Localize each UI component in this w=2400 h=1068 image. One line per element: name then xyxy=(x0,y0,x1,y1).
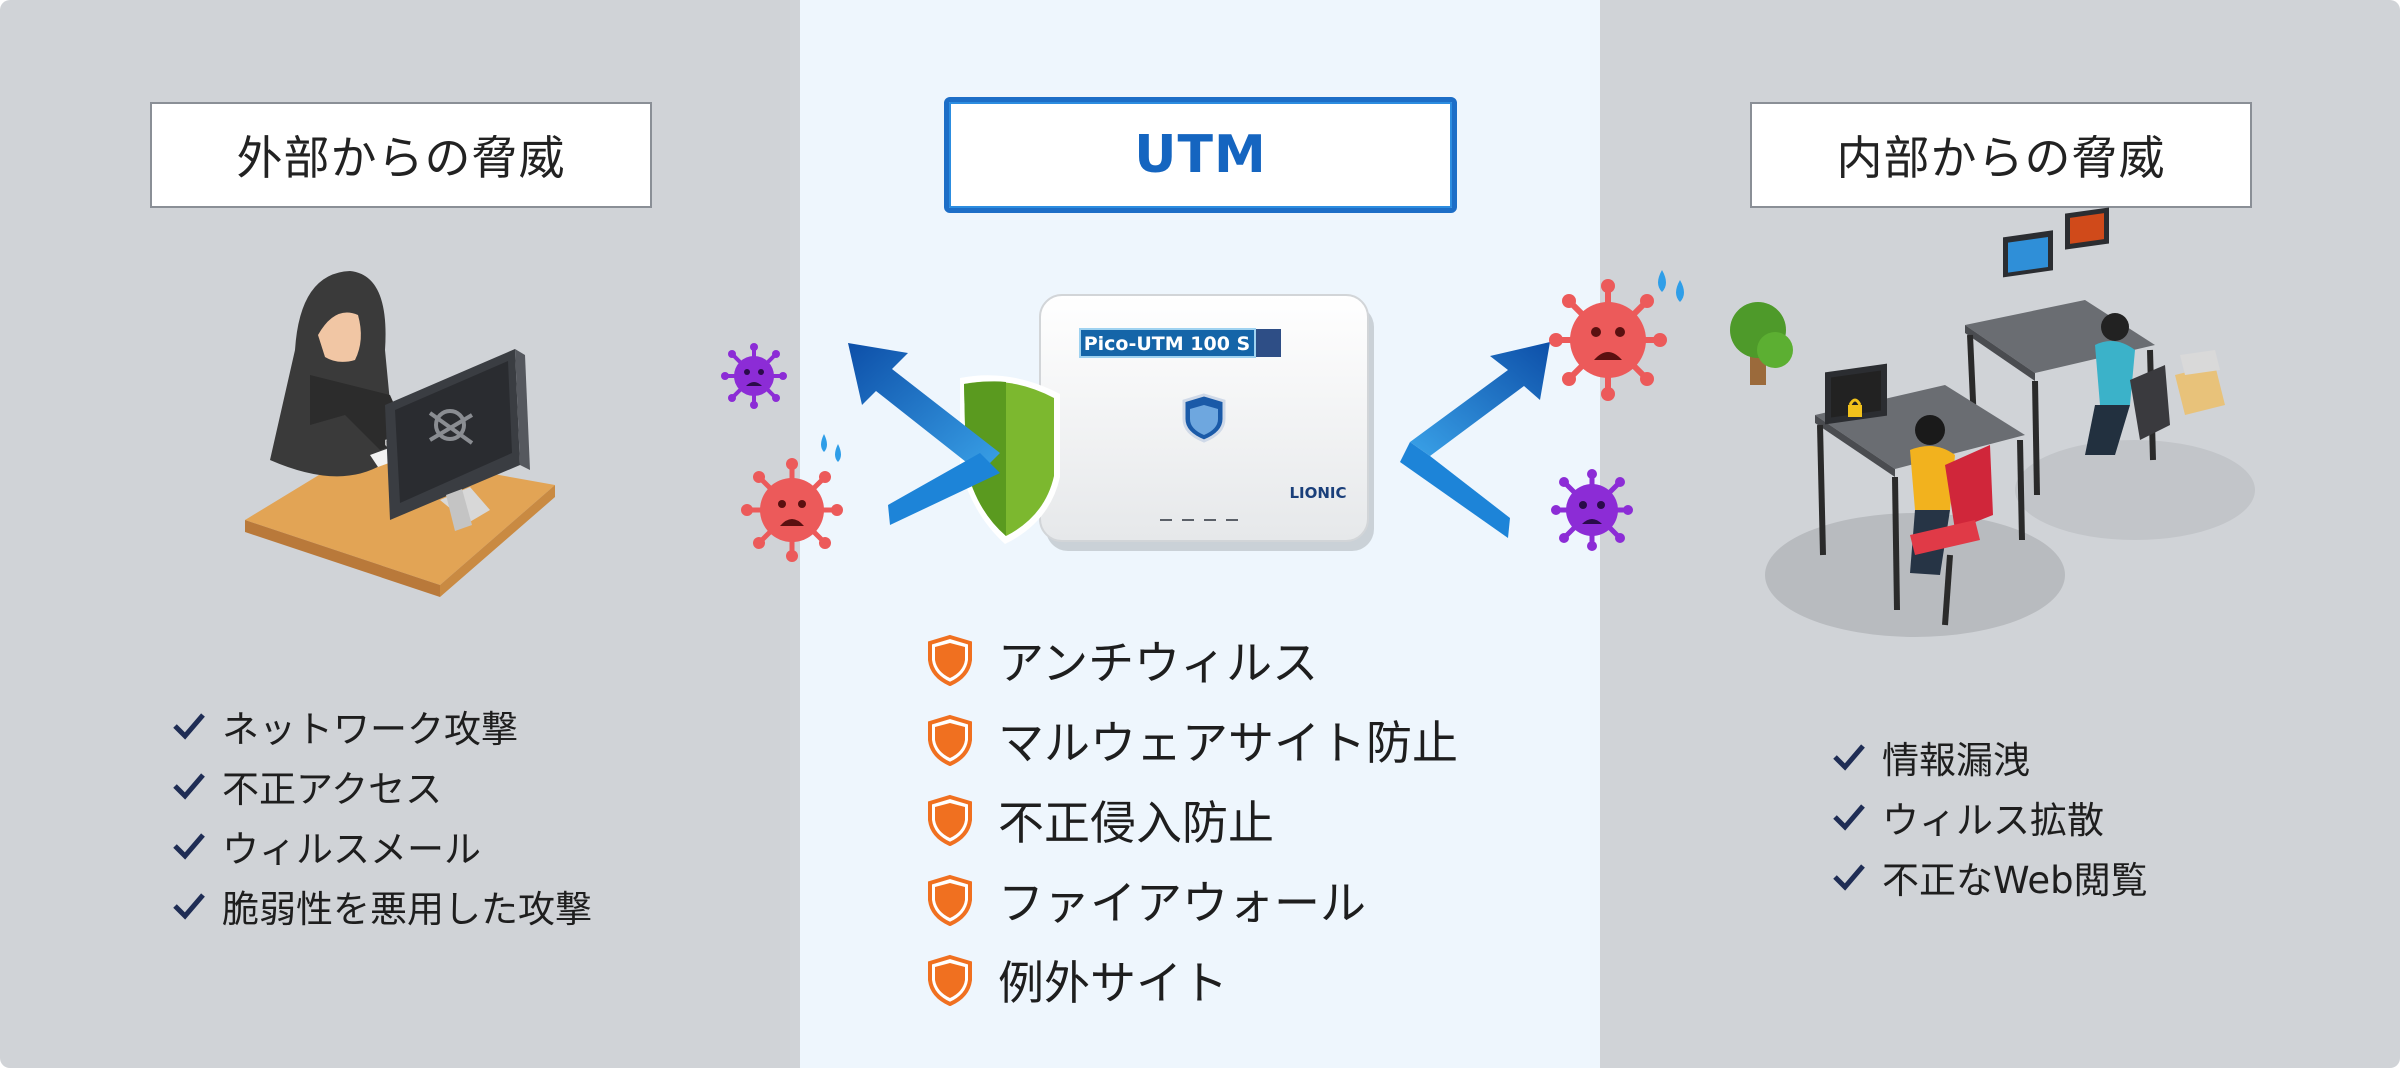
list-item: 不正侵入防止 xyxy=(926,780,1458,860)
list-item: 情報漏洩 xyxy=(1832,727,2148,787)
list-item: 脆弱性を悪用した攻撃 xyxy=(172,876,592,936)
hacker-illustration xyxy=(245,271,555,597)
device-brand-label: LIONIC xyxy=(1289,484,1346,502)
list-item-label: 不正なWeb閲覧 xyxy=(1882,859,2148,902)
list-item: マルウェアサイト防止 xyxy=(926,700,1458,780)
list-item: ウィルスメール xyxy=(172,816,592,876)
protection-shield-icon xyxy=(960,375,1060,544)
utm-feature-list: アンチウィルス マルウェアサイト防止 不正侵入防止 ファイアウォール 例外サイト xyxy=(926,620,1458,1020)
device-model-label: Pico-UTM 100 S xyxy=(1084,333,1251,355)
list-item-label: ウィルス拡散 xyxy=(1882,799,2104,842)
list-item-label: ウィルスメール xyxy=(222,828,481,871)
list-item-label: ネットワーク攻撃 xyxy=(222,708,518,751)
check-icon xyxy=(173,713,205,740)
list-item: 不正なWeb閲覧 xyxy=(1832,847,2148,907)
office-workers-illustration xyxy=(1730,207,2255,637)
feature-label: 不正侵入防止 xyxy=(998,796,1274,850)
check-icon xyxy=(1833,864,1865,891)
feature-label: マルウェアサイト防止 xyxy=(998,716,1458,770)
virus-icon xyxy=(721,343,787,409)
utm-device: Pico-UTM 100 S LIONIC xyxy=(1039,294,1374,551)
internal-threats-title: 内部からの脅威 xyxy=(1750,102,2252,208)
list-item: 例外サイト xyxy=(926,940,1458,1020)
virus-icon xyxy=(1549,270,1684,401)
feature-label: ファイアウォール xyxy=(998,876,1366,930)
left-deflect-arrow xyxy=(848,343,1000,525)
external-threats-title: 外部からの脅威 xyxy=(150,102,652,208)
list-item: 不正アクセス xyxy=(172,756,592,816)
virus-icon xyxy=(1551,469,1633,551)
shield-icon xyxy=(928,874,972,926)
internal-threats-list: 情報漏洩 ウィルス拡散 不正なWeb閲覧 xyxy=(1832,727,2148,907)
virus-icon xyxy=(741,434,843,562)
check-icon xyxy=(173,833,205,860)
list-item-label: 情報漏洩 xyxy=(1882,739,2030,782)
check-icon xyxy=(1833,744,1865,771)
utm-title: UTM xyxy=(944,97,1457,213)
check-icon xyxy=(1833,804,1865,831)
list-item: ネットワーク攻撃 xyxy=(172,696,592,756)
check-icon xyxy=(173,893,205,920)
shield-icon xyxy=(928,634,972,686)
shield-icon xyxy=(928,714,972,766)
list-item: ウィルス拡散 xyxy=(1832,787,2148,847)
external-threats-list: ネットワーク攻撃 不正アクセス ウィルスメール 脆弱性を悪用した攻撃 xyxy=(172,696,592,936)
feature-label: 例外サイト xyxy=(998,956,1228,1010)
list-item-label: 脆弱性を悪用した攻撃 xyxy=(222,888,592,931)
list-item-label: 不正アクセス xyxy=(222,768,443,811)
shield-icon xyxy=(928,794,972,846)
list-item: アンチウィルス xyxy=(926,620,1458,700)
shield-icon xyxy=(928,954,972,1006)
right-deflect-arrow xyxy=(1400,342,1550,538)
check-icon xyxy=(173,773,205,800)
feature-label: アンチウィルス xyxy=(998,636,1319,690)
list-item: ファイアウォール xyxy=(926,860,1458,940)
